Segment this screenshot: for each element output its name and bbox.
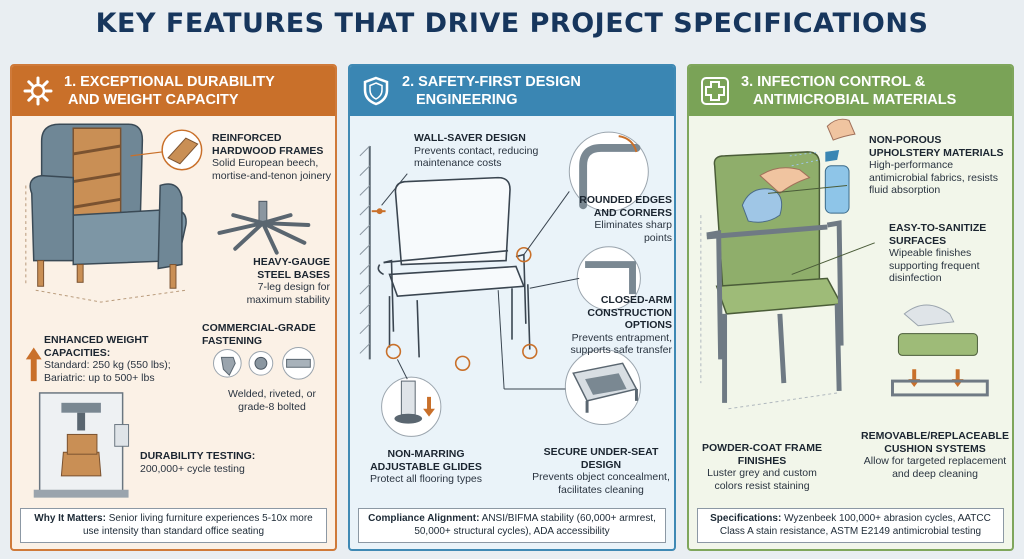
callout-steel-bases: HEAVY-GAUGE STEEL BASES 7-leg design for… [246, 256, 330, 306]
wood-block-illustration [130, 129, 203, 171]
panel-title: 1. EXCEPTIONAL DURABILITY AND WEIGHT CAP… [64, 74, 275, 108]
panel-header: 1. EXCEPTIONAL DURABILITY AND WEIGHT CAP… [12, 66, 335, 116]
callout-durability-testing: DURABILITY TESTING: 200,000+ cycle testi… [140, 450, 256, 475]
footer-why-it-matters: Why It Matters: Senior living furniture … [20, 508, 327, 543]
rounded-corner-inset [568, 131, 649, 212]
cushion-inset [890, 304, 989, 397]
marker-circles [385, 246, 538, 372]
page-title: KEY FEATURES THAT DRIVE PROJECT SPECIFIC… [95, 8, 929, 39]
panel-durability: 1. EXCEPTIONAL DURABILITY AND WEIGHT CAP… [10, 64, 337, 551]
callout-weight-capacities: ENHANCED WEIGHT CAPACITIES: Standard: 25… [44, 334, 171, 384]
armchair-illustration [29, 123, 187, 303]
footer-compliance: Compliance Alignment: ANSI/BIFMA stabili… [358, 508, 666, 543]
fastening-illustration [213, 347, 315, 380]
callout-reinforced-frames: REINFORCED HARDWOOD FRAMES Solid Europea… [212, 132, 332, 182]
callout-glides: NON-MARRING ADJUSTABLE GLIDES Protect al… [369, 448, 483, 485]
shield-icon [350, 66, 402, 116]
safety-illustration [359, 131, 649, 437]
infection-illustration [700, 118, 989, 410]
callout-under-seat: SECURE UNDER-SEAT DESIGN Prevents object… [532, 446, 670, 496]
under-seat-inset [564, 348, 641, 426]
spray-bottle-illustration [789, 118, 856, 214]
callout-cushion: REMOVABLE/REPLACEABLE CUSHION SYSTEMS Al… [861, 430, 1009, 480]
wall-illustration [359, 145, 386, 360]
callout-rounded-edges: ROUNDED EDGES AND CORNERS Eliminates sha… [579, 194, 672, 244]
panel-header: 3. INFECTION CONTROL & ANTIMICROBIAL MAT… [689, 66, 1012, 116]
callout-closed-arm: CLOSED-ARM CONSTRUCTION OPTIONS Prevents… [570, 294, 672, 356]
safety-chair-illustration [377, 176, 531, 358]
callout-upholstery: NON-POROUS UPHOLSTERY MATERIALS High-per… [869, 134, 1004, 196]
callout-sanitize: EASY-TO-SANITIZE SURFACES Wipeable finis… [889, 222, 987, 284]
medical-cross-icon [689, 66, 741, 116]
panel-title: 2. SAFETY-FIRST DESIGN ENGINEERING [402, 74, 581, 108]
panel-infection-control: 3. INFECTION CONTROL & ANTIMICROBIAL MAT… [687, 64, 1014, 551]
callout-wall-saver: WALL-SAVER DESIGN Prevents contact, redu… [414, 132, 539, 169]
closed-arm-inset [576, 246, 641, 311]
glide-inset [381, 376, 442, 437]
testing-rig-illustration [33, 392, 130, 498]
up-arrow-icon [25, 347, 42, 382]
wiping-hand-illustration [741, 167, 811, 223]
steel-base-illustration [217, 200, 311, 255]
panel-title: 3. INFECTION CONTROL & ANTIMICROBIAL MAT… [741, 74, 957, 108]
panel-safety: 2. SAFETY-FIRST DESIGN ENGINEERING WALL-… [348, 64, 676, 551]
callout-fastening-desc: Welded, riveted, or grade-8 bolted [228, 388, 316, 413]
callout-powder-coat: POWDER-COAT FRAME FINISHES Luster grey a… [702, 442, 822, 492]
durability-illustration [25, 123, 315, 498]
panel-header: 2. SAFETY-FIRST DESIGN ENGINEERING [350, 66, 674, 116]
gear-icon [12, 66, 64, 116]
footer-specifications: Specifications: Wyzenbeek 100,000+ abras… [697, 508, 1004, 543]
callout-fastening: COMMERCIAL-GRADE FASTENING [202, 322, 316, 347]
